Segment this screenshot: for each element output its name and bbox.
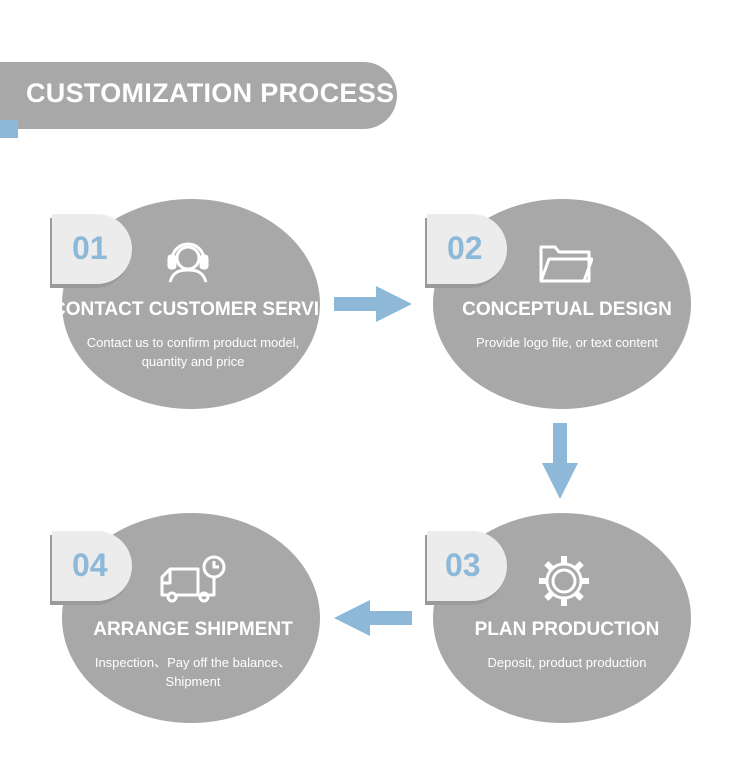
arrow-left-icon (334, 600, 412, 636)
step-title: ARRANGE SHIPMENT (93, 619, 293, 640)
step-description: Contact us to confirm product model, qua… (64, 333, 322, 371)
step-description: Inspection、Pay off the balance、 Shipment (64, 653, 322, 691)
step-title: CONCEPTUAL DESIGN (462, 299, 672, 320)
header-banner (0, 62, 397, 129)
step-02: 02 CONCEPTUAL DESIGN Provide logo file, … (427, 199, 697, 409)
step-number-badge (427, 531, 507, 601)
step-number: 02 (447, 230, 483, 266)
step-03: 03 PLAN PRODUCTION Deposit, product prod… (427, 513, 697, 723)
step-01: 01 CONTACT CUSTOMER SERVICE Contact us t… (52, 199, 346, 409)
step-description: Provide logo file, or text content (432, 333, 702, 352)
gear-icon (539, 556, 589, 606)
step-title: PLAN PRODUCTION (474, 619, 660, 640)
headset-icon (167, 242, 209, 283)
step-description: Deposit, product production (432, 653, 702, 672)
step-description-line: Shipment (165, 674, 221, 689)
step-description-line: quantity and price (141, 354, 245, 369)
header-accent (0, 120, 18, 138)
delivery-truck-icon (160, 555, 226, 603)
step-description-line: Inspection、Pay off the balance、 (94, 655, 292, 670)
step-number-badge (52, 214, 132, 284)
arrow-right-icon (334, 286, 412, 322)
step-description-line: Deposit, product production (487, 655, 647, 670)
step-number-badge (52, 531, 132, 601)
step-title: CONTACT CUSTOMER SERVICE (52, 299, 346, 320)
folder-icon (539, 245, 593, 283)
arrow-down-icon (542, 423, 578, 499)
step-number: 04 (72, 547, 108, 583)
step-description-line: Provide logo file, or text content (475, 335, 659, 350)
page-title: CUSTOMIZATION PROCESS (26, 78, 395, 108)
step-04: 04 ARRANGE SHIPMENT Inspection、Pay off t… (52, 513, 322, 723)
step-number: 03 (445, 547, 481, 583)
step-number: 01 (72, 230, 108, 266)
step-number-badge (427, 214, 507, 284)
step-description-line: Contact us to confirm product model, (86, 335, 300, 350)
